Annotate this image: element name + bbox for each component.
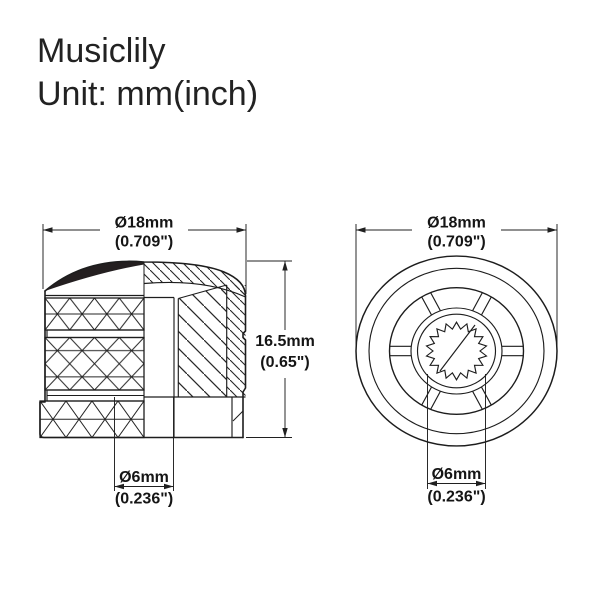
body-right-outline bbox=[242, 295, 247, 439]
spoke-line bbox=[472, 292, 484, 311]
rim-inner-circle bbox=[368, 267, 545, 435]
extension-lines bbox=[114, 397, 174, 491]
dim-label-mm: 16.5mm bbox=[255, 333, 315, 350]
hub-bore-circle bbox=[416, 313, 497, 389]
knurl-band-top bbox=[44, 297, 145, 331]
wall-top-line bbox=[178, 284, 227, 300]
dim-label-inch: (0.709") bbox=[427, 234, 485, 251]
arrowhead-icon bbox=[236, 227, 246, 233]
body-left-outline bbox=[39, 290, 244, 439]
plain-ring-strip bbox=[46, 329, 145, 339]
dim-label-inch: (0.236") bbox=[427, 489, 485, 506]
cap-inner-line bbox=[143, 281, 246, 298]
side-view: Ø18mm (0.709") 16.5mm (0.65") Ø6mm (0.23… bbox=[39, 215, 315, 508]
wall-section-hatch bbox=[178, 285, 227, 397]
dim-label-mm: Ø18mm bbox=[427, 215, 486, 232]
spoke-line bbox=[429, 292, 441, 311]
arrowhead-icon bbox=[356, 227, 366, 233]
spoke-line bbox=[429, 391, 441, 410]
skirt-tick bbox=[232, 410, 244, 422]
dim-label-inch: (0.236") bbox=[115, 491, 173, 508]
arrowhead-icon bbox=[43, 227, 53, 233]
dim-side-outer-diameter: Ø18mm (0.709") bbox=[42, 215, 247, 294]
extension-lines bbox=[246, 260, 292, 438]
dim-label-inch: (0.65") bbox=[260, 354, 309, 371]
knurl-band-middle bbox=[44, 336, 145, 391]
dim-label-mm: Ø6mm bbox=[119, 469, 169, 486]
dome-cap-fill bbox=[45, 261, 144, 291]
header: Musiclily Unit: mm(inch) bbox=[37, 32, 258, 113]
unit-note: Unit: mm(inch) bbox=[37, 75, 258, 113]
bottom-view: Ø18mm (0.709") Ø6mm (0.236") bbox=[355, 215, 558, 506]
arrowhead-icon bbox=[282, 261, 288, 271]
dim-label-mm: Ø18mm bbox=[115, 215, 174, 232]
spline-teeth bbox=[425, 321, 488, 381]
spoke-line bbox=[481, 386, 492, 406]
dim-side-height: 16.5mm (0.65") bbox=[246, 260, 315, 438]
spoke-line bbox=[421, 296, 432, 316]
spoke-ring-inner-circle bbox=[410, 307, 503, 395]
dim-bottom-shaft-hole: Ø6mm (0.236") bbox=[427, 374, 486, 506]
spokes-and-spline bbox=[389, 292, 524, 410]
extension-lines bbox=[355, 224, 558, 351]
knurl-band-base bbox=[39, 400, 145, 439]
spoke-line bbox=[421, 386, 432, 406]
brand-name: Musiclily bbox=[37, 32, 165, 70]
extension-lines bbox=[42, 224, 247, 294]
outer-rim-circle bbox=[355, 255, 558, 447]
dome-outline bbox=[44, 260, 247, 297]
cap-skirt-hatch bbox=[226, 285, 246, 397]
dim-label-inch: (0.709") bbox=[115, 234, 173, 251]
arrowhead-icon bbox=[547, 227, 557, 233]
arrowhead-icon bbox=[282, 428, 288, 438]
spoke-line bbox=[472, 391, 484, 410]
spoke-line bbox=[481, 296, 492, 316]
spoke-ring-outer-circle bbox=[388, 287, 525, 415]
bore-diameter-slash bbox=[439, 324, 476, 372]
dim-bottom-outer-diameter: Ø18mm (0.709") bbox=[355, 215, 558, 351]
dim-side-shaft-hole: Ø6mm (0.236") bbox=[114, 397, 174, 508]
dim-label-mm: Ø6mm bbox=[432, 466, 482, 483]
extension-lines bbox=[427, 374, 486, 489]
